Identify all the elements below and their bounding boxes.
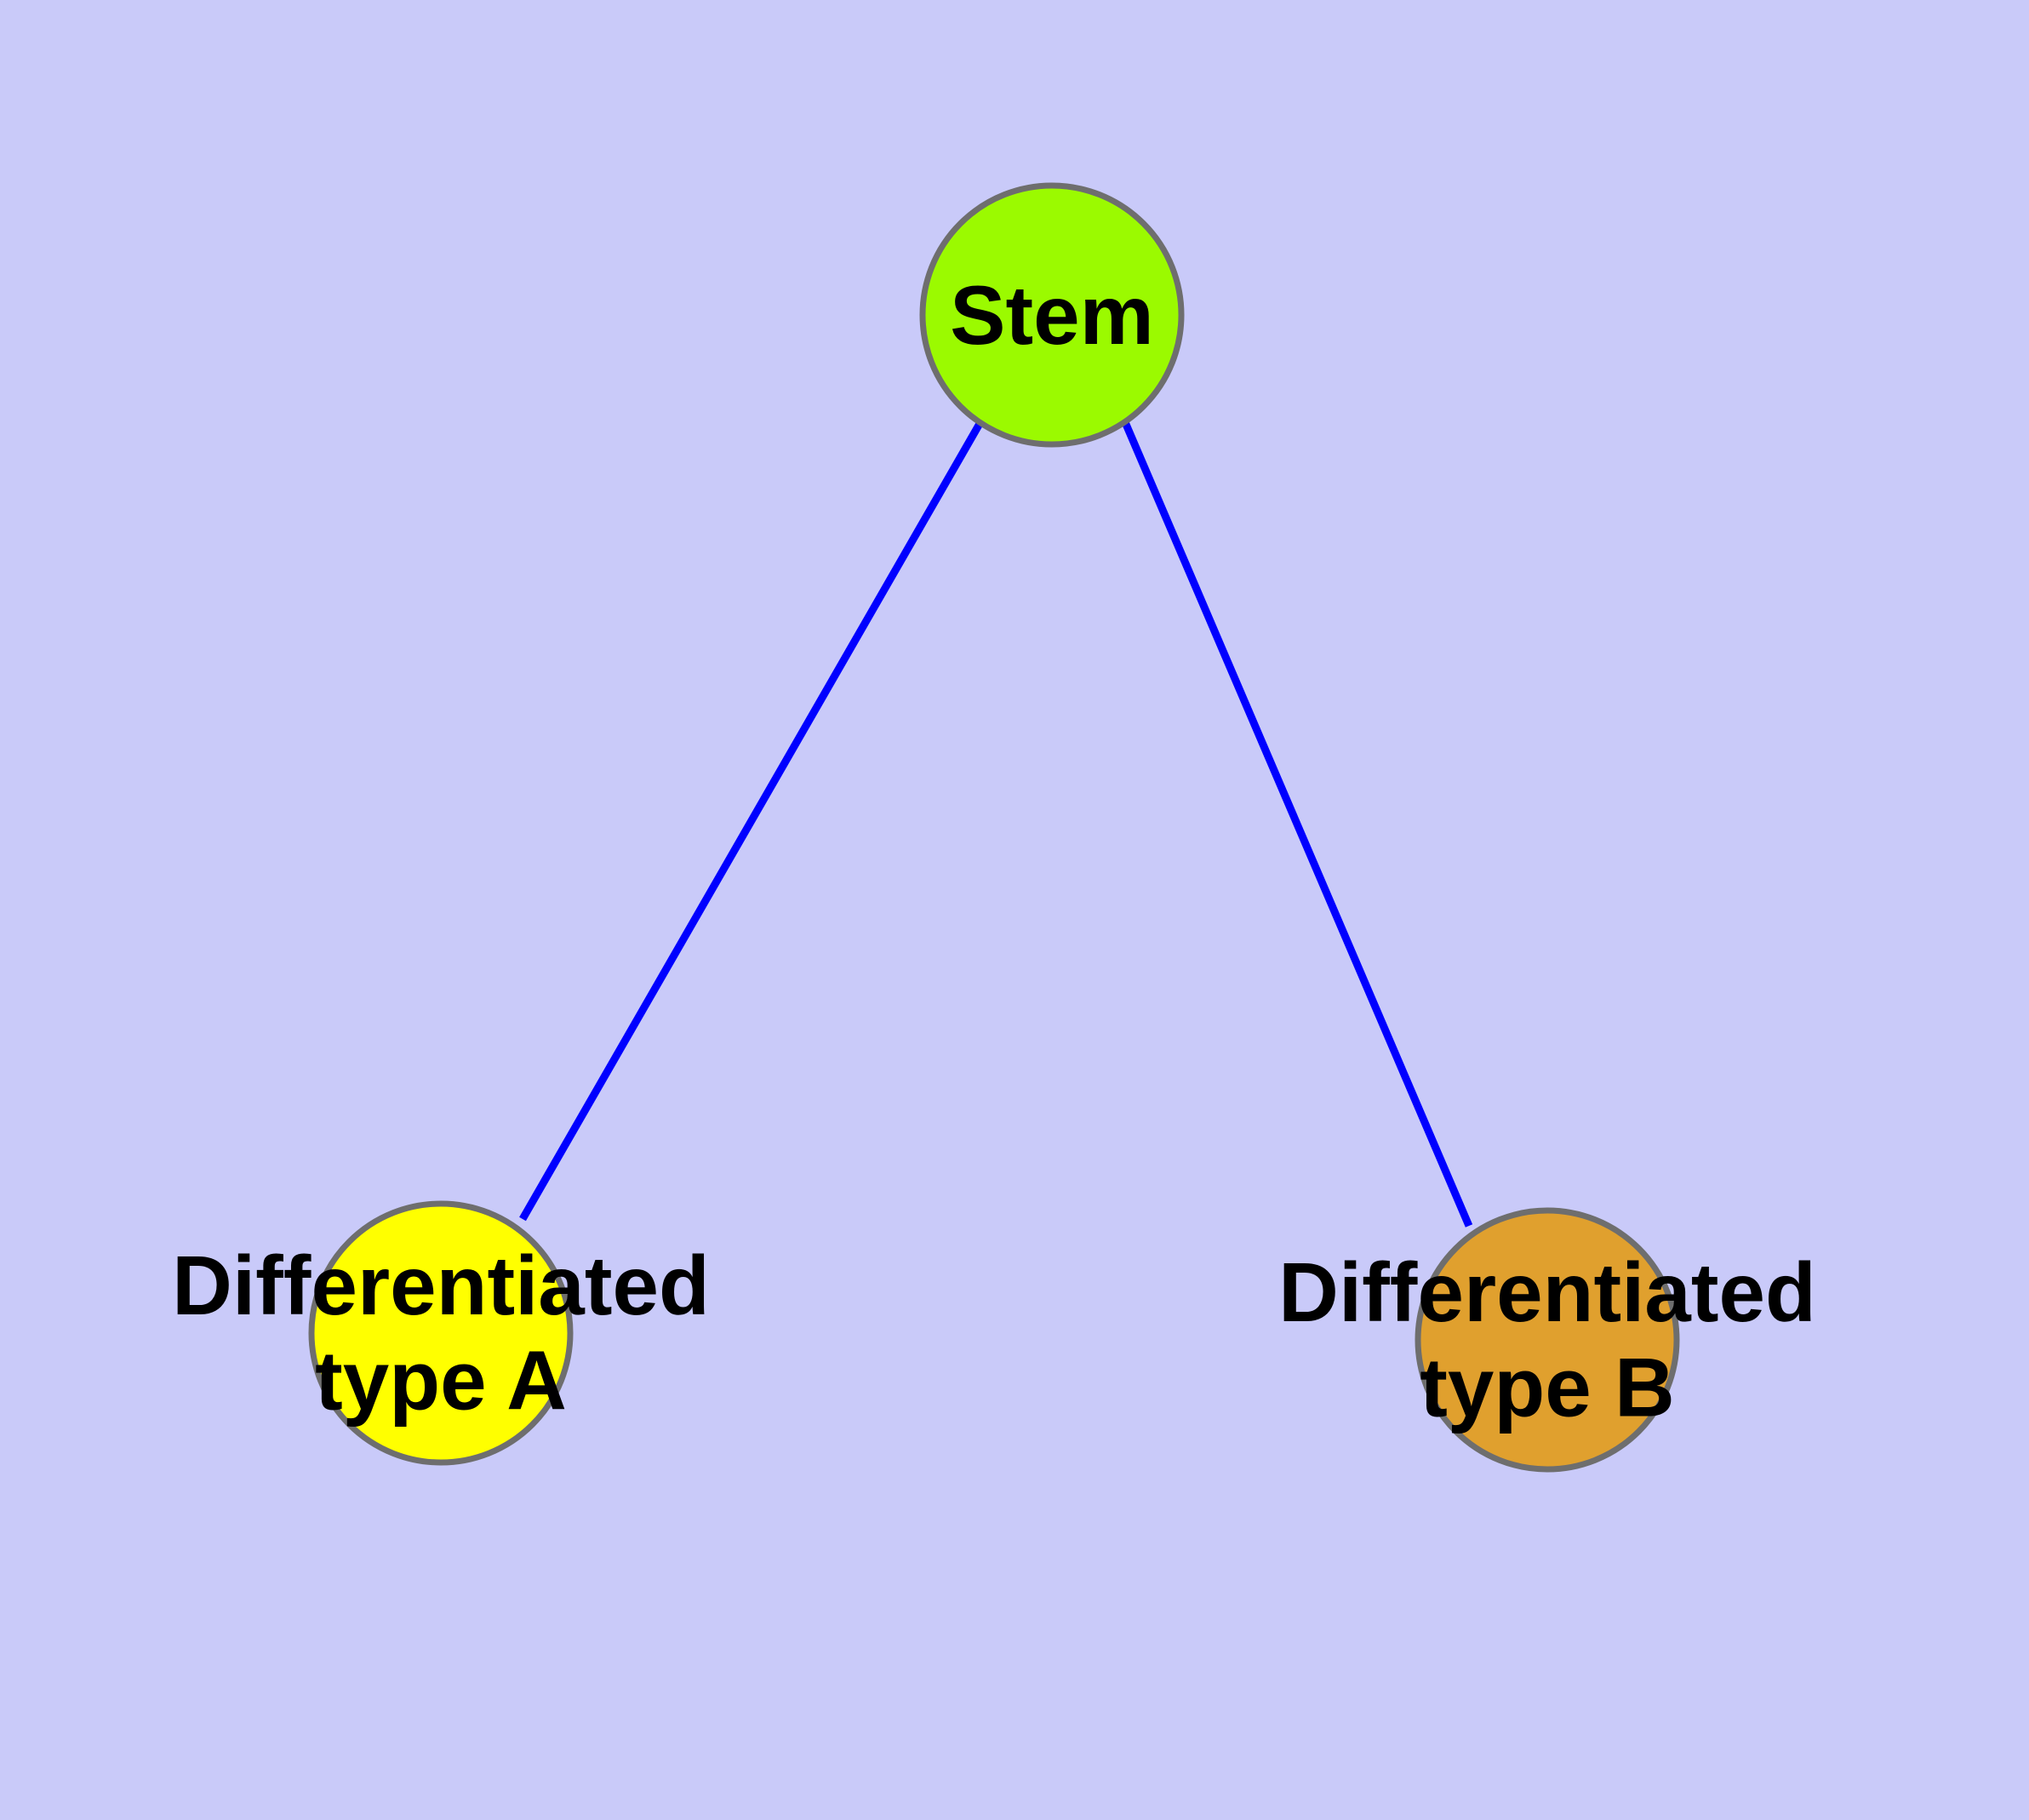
node-circle-stem[interactable] (919, 182, 1185, 448)
node-layer (308, 182, 1680, 1473)
node-label-line: type A (315, 1334, 567, 1428)
node-circle-diff_a[interactable] (308, 1200, 574, 1466)
edge-stem-to-a (519, 420, 984, 1222)
node-circle-diff_b[interactable] (1415, 1207, 1680, 1473)
edge-stem-to-b (1121, 421, 1473, 1228)
node-stem[interactable] (919, 182, 1185, 448)
edge-layer (519, 420, 1473, 1228)
node-label-stem: Stem (950, 268, 1154, 362)
node-label-line: Differentiated (1278, 1245, 1816, 1339)
node-label-line: type B (1420, 1341, 1675, 1434)
node-diff_a[interactable] (308, 1200, 574, 1466)
node-label-line: Stem (950, 268, 1154, 362)
node-label-line: Differentiated (172, 1239, 710, 1332)
node-diff_b[interactable] (1415, 1207, 1680, 1473)
